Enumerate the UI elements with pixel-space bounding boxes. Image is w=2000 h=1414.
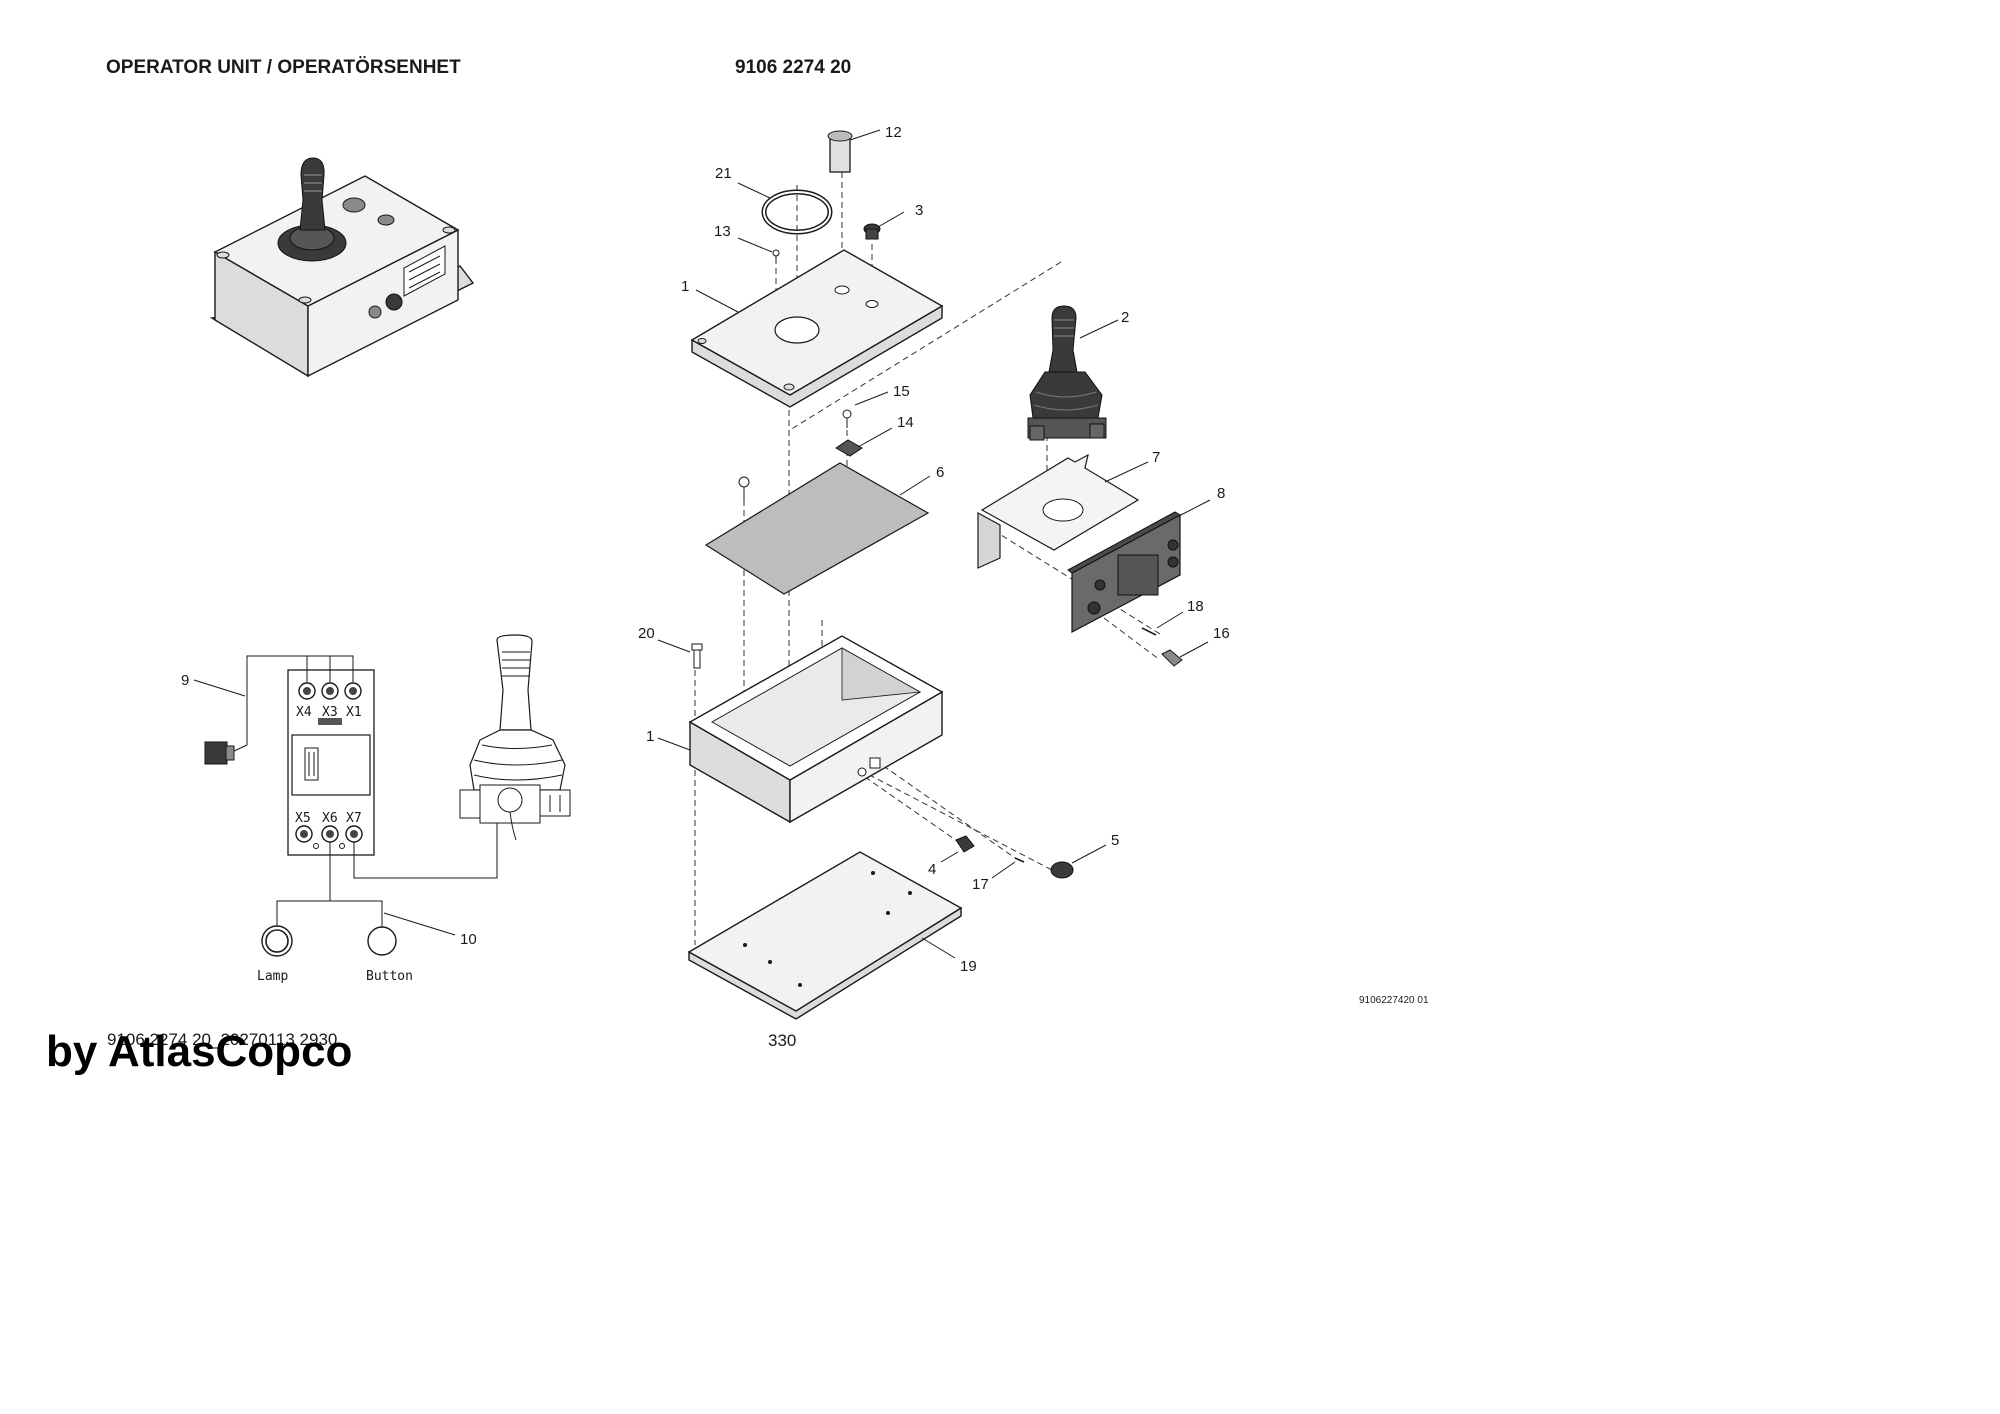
callout-18: 18: [1187, 598, 1204, 615]
bracket-part-14: [835, 439, 863, 457]
assembled-operator-unit: [209, 157, 475, 378]
sheet-bracket-part-7: [977, 453, 1140, 569]
connector-label-x7: X7: [346, 811, 362, 826]
exploded-parts-diagram: OPERATOR UNIT / OPERATÖRSENHET 9106 2274…: [46, 57, 1429, 1076]
enclosure-box-part-1: [688, 635, 944, 824]
document-reference: 9106 2274 20_20270113 2930: [107, 1030, 337, 1049]
connector-part-4: [955, 835, 975, 853]
button-icon: [367, 926, 397, 956]
plug-part-16: [1161, 649, 1183, 667]
callout-21: 21: [715, 165, 732, 182]
connector-label-x6: X6: [322, 811, 338, 826]
connector-label-x5: X5: [295, 811, 311, 826]
screw-part-18: [1141, 627, 1157, 636]
part-number: 9106 2274 20: [735, 57, 851, 78]
lamp-label: Lamp: [257, 969, 288, 984]
callout-19: 19: [960, 958, 977, 975]
mounting-ring-part-21: [761, 189, 833, 235]
connector-label-x4: X4: [296, 705, 312, 720]
push-button-part-3: [863, 223, 881, 240]
callout-20: 20: [638, 625, 655, 642]
callout-15: 15: [893, 383, 910, 400]
lamp-icon: [261, 925, 293, 957]
joystick-part-2: [1027, 305, 1107, 441]
base-plate-part-19: [687, 851, 963, 1020]
screw-part-17: [1014, 857, 1025, 863]
callout-7: 7: [1152, 449, 1160, 466]
callout-17: 17: [972, 876, 989, 893]
screw-part-13: [772, 249, 780, 262]
joystick-icon: [459, 634, 571, 841]
callout-8: 8: [1217, 485, 1225, 502]
page-number: 330: [768, 1031, 796, 1050]
exploded-view: [193, 129, 1211, 1020]
connector-label-x1: X1: [346, 705, 362, 720]
button-label: Button: [366, 969, 413, 984]
enclosure-lid-part-1: [690, 249, 944, 408]
callout-14: 14: [897, 414, 914, 431]
wiring-schematic: X4 X3 X1 X5 X6 X7 Lamp: [204, 634, 571, 984]
control-module-part-8: [1067, 511, 1182, 633]
bolt-part-20: [691, 643, 703, 669]
callout-10: 10: [460, 931, 477, 948]
callout-16: 16: [1213, 625, 1230, 642]
callout-1-box: 1: [646, 728, 654, 745]
callout-12: 12: [885, 124, 902, 141]
connector-label-x3: X3: [322, 705, 338, 720]
callout-4: 4: [928, 861, 936, 878]
cable-plug-icon: [204, 741, 235, 765]
cap-part-5: [1050, 861, 1074, 879]
callout-13: 13: [714, 223, 731, 240]
mounting-plate-part-6: [704, 462, 930, 595]
lamp-lens-part-12: [827, 130, 853, 173]
callout-2: 2: [1121, 309, 1129, 326]
callout-1-lid: 1: [681, 278, 689, 295]
drawing-number: 9106227420 01: [1359, 995, 1429, 1006]
callout-6: 6: [936, 464, 944, 481]
callout-3: 3: [915, 202, 923, 219]
screw-part-15: [842, 409, 852, 428]
callout-5: 5: [1111, 832, 1119, 849]
callout-9: 9: [181, 672, 189, 689]
brand-watermark: by AtlasCopco: [46, 1027, 352, 1076]
diagram-title: OPERATOR UNIT / OPERATÖRSENHET: [106, 57, 461, 78]
